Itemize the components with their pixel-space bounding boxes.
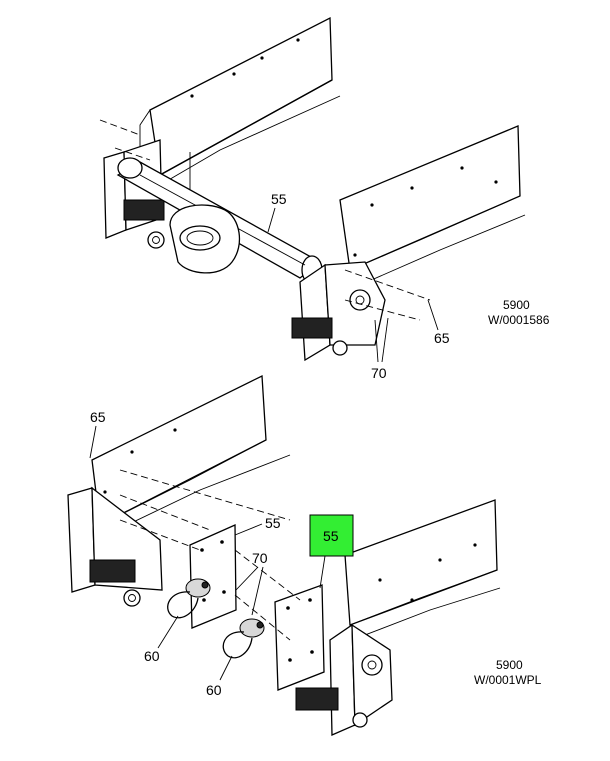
callout-bottom-60b: 60 (206, 682, 222, 698)
callout-bottom-55: 55 (265, 515, 281, 531)
top-assembly: 55 65 70 5900 W/0001586 (99, 16, 550, 381)
right-frame-rail-bottom (344, 499, 501, 641)
leader-top-70a (374, 319, 379, 363)
right-tow-bracket (291, 261, 386, 362)
callout-bottom-65: 65 (90, 409, 106, 425)
leader-bottom-65 (89, 425, 97, 459)
left-frame-rail (139, 16, 341, 190)
leader-bottom-60b (219, 655, 233, 681)
right-tow-shackle (222, 618, 265, 659)
callout-bottom-70: 70 (252, 550, 268, 566)
ref-code-bottom: 5900 (496, 658, 523, 672)
right-frame-rail (339, 125, 526, 286)
ref-id-bottom: W/0001WPL (474, 673, 542, 687)
leader-top-70b (381, 317, 389, 363)
leader-top-55 (267, 207, 276, 233)
right-mount-plate (274, 584, 325, 691)
left-tow-shackle (167, 578, 211, 619)
left-bracket-bottom (67, 486, 163, 607)
tow-eye (169, 204, 241, 274)
leader-bottom-70b (251, 566, 264, 616)
callout-bottom-60a: 60 (144, 648, 160, 664)
leader-bottom-70a (235, 566, 259, 591)
bottom-assembly: 55 65 55 70 60 60 5900 W/0001WPL (67, 374, 542, 736)
callout-top-70: 70 (371, 365, 387, 381)
leader-bottom-55-highlight (319, 555, 326, 589)
ref-code-top: 5900 (503, 298, 530, 312)
left-mount-plate (189, 524, 237, 629)
leader-bottom-55 (234, 523, 263, 536)
highlight-label: 55 (323, 528, 339, 544)
callout-top-65: 65 (434, 330, 450, 346)
leader-top-65 (427, 299, 439, 331)
callout-top-55: 55 (271, 191, 287, 207)
leader-bottom-60a (157, 615, 179, 649)
right-bracket-bottom (295, 623, 393, 736)
ref-id-top: W/0001586 (488, 313, 550, 327)
highlight-box (309, 514, 354, 557)
